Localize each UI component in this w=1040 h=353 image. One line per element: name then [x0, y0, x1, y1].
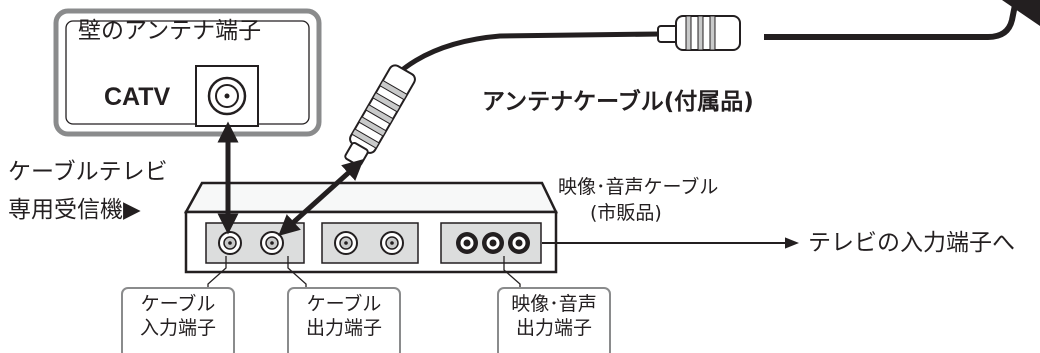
av-output-label-line1: 映像･音声 — [511, 293, 597, 315]
cable-input-port-label: ケーブル 入力端子 — [122, 292, 234, 340]
cable-output-connector — [260, 231, 284, 255]
cable-output-label-box — [287, 287, 401, 353]
receiver-label-line2: 専用受信機▶ — [8, 197, 141, 223]
av-cable-label-line2: (市販品) — [590, 202, 662, 224]
antenna-cable-end-arrow — [1002, 0, 1040, 26]
middle-connector-1 — [334, 231, 358, 255]
plug-to-output-arrow — [278, 158, 364, 237]
middle-connector-2 — [380, 231, 404, 255]
cable-input-label-box — [121, 287, 235, 353]
av-output-connector-2 — [482, 232, 504, 254]
antenna-cable-label: アンテナケーブル(付属品) — [482, 89, 754, 115]
cable-output-label-line1: ケーブル — [306, 293, 382, 315]
antenna-cable-plug-upper — [657, 15, 741, 51]
av-cable-label-line1: 映像･音声ケーブル — [558, 176, 719, 198]
tv-input-label: テレビの入力端子へ — [808, 230, 1015, 256]
catv-socket-pin — [224, 93, 230, 99]
receiver-top-face — [183, 181, 558, 214]
antenna-cable-plug-lower — [344, 64, 416, 167]
av-output-label-line2: 出力端子 — [515, 317, 592, 339]
catv-label: CATV — [104, 83, 171, 111]
antenna-cable-continuation — [764, 0, 1019, 40]
av-output-connector-3 — [508, 232, 530, 254]
wall-outlet-inner-frame — [65, 20, 310, 125]
av-output-port-label: 映像･音声 出力端子 — [498, 292, 610, 340]
receiver-label-line1: ケーブルテレビ — [8, 159, 168, 185]
cable-output-port-label: ケーブル 出力端子 — [288, 292, 400, 340]
av-output-connector-1 — [456, 232, 478, 254]
cable-output-label-line2: 出力端子 — [305, 317, 382, 339]
av-output-label-box — [497, 287, 611, 353]
cable-input-label-line2: 入力端子 — [139, 317, 216, 339]
wall-outlet-title: 壁のアンテナ端子 — [78, 18, 262, 44]
cable-input-label-line1: ケーブル — [140, 293, 216, 315]
cable-input-connector — [218, 231, 242, 255]
